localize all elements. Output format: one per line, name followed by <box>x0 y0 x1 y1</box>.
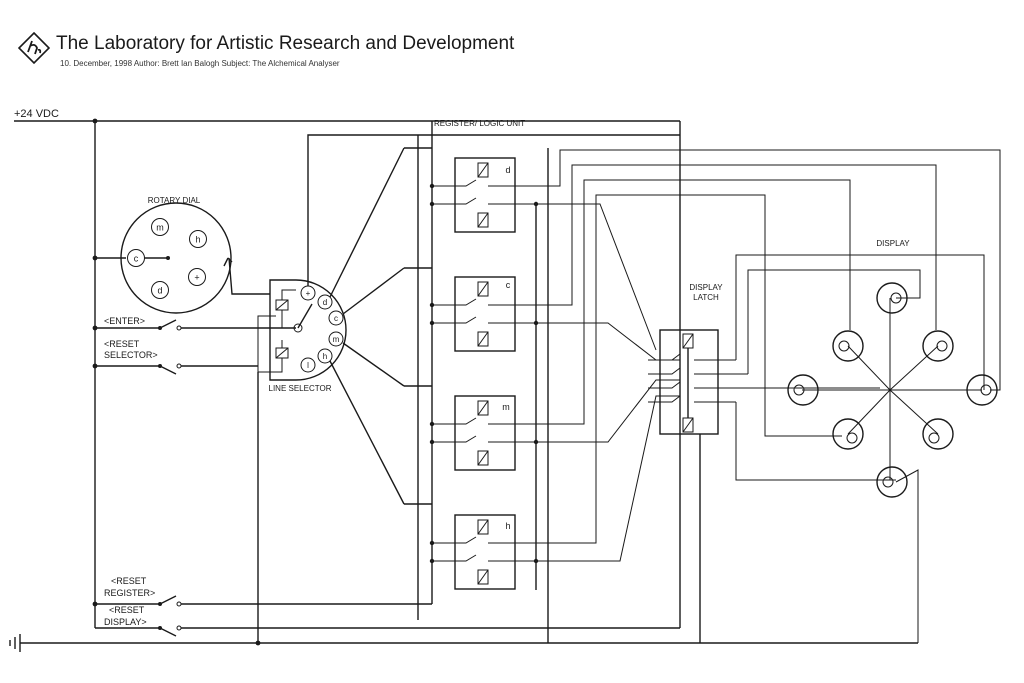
header: The Laboratory for Artistic Research and… <box>14 28 614 78</box>
dial-symbol: m <box>156 223 164 233</box>
lamp-icon <box>966 374 998 406</box>
reset-selector-label: SELECTOR> <box>104 350 158 360</box>
reset-display-switch <box>158 625 680 637</box>
register-tag: m <box>502 402 510 412</box>
register-tag: c <box>506 280 511 290</box>
selector-symbol: + <box>306 289 311 298</box>
reset-selector-label: <RESET <box>104 339 140 349</box>
lamp-icon <box>787 374 819 406</box>
display-label: DISPLAY <box>876 239 910 248</box>
selector-symbol: d <box>323 298 327 307</box>
register-output-wiring <box>522 149 1001 562</box>
line-selector-label: LINE SELECTOR <box>269 384 332 393</box>
register-unit-label: REGISTER/ LOGIC UNIT <box>434 119 525 128</box>
lamp-icon <box>876 282 908 314</box>
lamp-icon <box>832 418 864 450</box>
enter-switch <box>158 319 296 331</box>
selector-symbol: l <box>307 361 309 370</box>
selector-symbol: h <box>323 352 327 361</box>
register-tag: h <box>505 521 510 531</box>
lamp-icon <box>922 330 954 362</box>
display-latch-label: LATCH <box>693 293 719 302</box>
supply-label: +24 VDC <box>14 108 59 120</box>
reset-display-label: <RESET <box>109 605 145 615</box>
enter-label: <ENTER> <box>104 316 145 326</box>
register-relay-c <box>429 276 539 352</box>
selector-outputs <box>307 134 680 505</box>
reset-register-switch <box>158 595 432 607</box>
page-subtitle: 10. December, 1998 Author: Brett Ian Bal… <box>60 59 340 68</box>
reset-display-label: DISPLAY> <box>104 617 147 627</box>
selector-symbol: c <box>334 314 338 323</box>
ground-icon <box>9 634 21 652</box>
register-relay-d <box>429 157 539 233</box>
page-title: The Laboratory for Artistic Research and… <box>56 33 515 54</box>
dial-symbol: c <box>134 254 139 264</box>
register-tag: d <box>505 165 510 175</box>
dial-symbol: + <box>194 273 199 283</box>
dial-symbol: d <box>157 286 162 296</box>
reset-selector-switch <box>158 363 258 375</box>
display-lamps <box>787 282 998 498</box>
lamp-icon <box>832 330 864 362</box>
display-latch-label: DISPLAY <box>689 283 723 292</box>
register-logic-unit: d c m h <box>417 121 549 643</box>
power-wiring <box>14 118 918 644</box>
register-relay-m <box>429 395 539 471</box>
lamp-icon <box>922 418 954 450</box>
reset-register-label: <RESET <box>111 576 147 586</box>
laboratory-logo-icon <box>18 32 50 64</box>
dial-symbol: h <box>195 235 200 245</box>
reset-register-label: REGISTER> <box>104 588 155 598</box>
display-latch <box>648 121 880 643</box>
rotary-dial-label: ROTARY DIAL <box>148 196 201 205</box>
register-relay-h <box>429 514 539 590</box>
rotary-dial: m h c + d <box>120 202 270 314</box>
selector-symbol: m <box>333 335 340 344</box>
line-selector: + d c m h l <box>255 279 347 646</box>
lamp-icon <box>876 466 908 498</box>
display-wiring <box>735 254 985 643</box>
